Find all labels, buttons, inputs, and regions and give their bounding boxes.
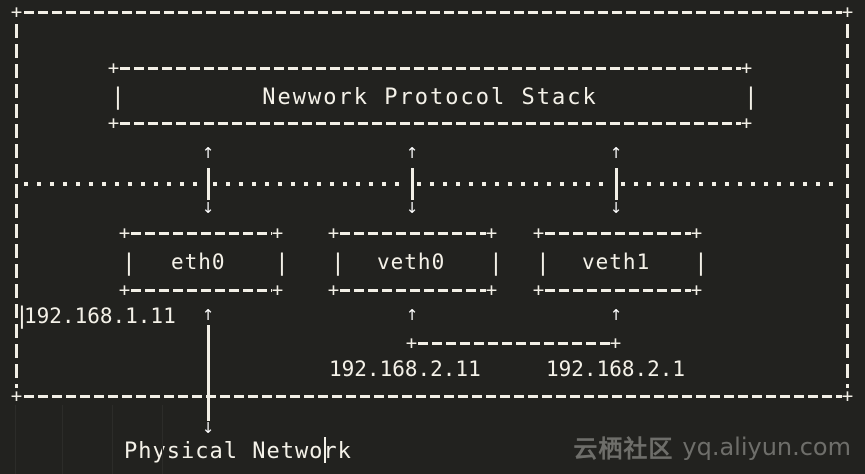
stack-box-corner-top-left xyxy=(107,62,120,75)
up-arrow-veth1: ↑ xyxy=(609,144,623,162)
up-arrow-veth0: ↑ xyxy=(405,144,419,162)
veth1-box-corner-top-left xyxy=(532,227,545,240)
stack-box-corner-top-right xyxy=(740,62,753,75)
veth-pair-corner-left xyxy=(405,337,418,350)
outer-box-left-edge xyxy=(15,24,18,388)
eth0-ip-left-pipe: | xyxy=(15,303,29,329)
kernel-boundary-segment-4 xyxy=(621,182,839,186)
veth0-box-corner-bottom-right xyxy=(485,284,498,297)
stack-box-corner-bottom-right xyxy=(740,117,753,130)
eth0-box-corner-top-right xyxy=(271,227,284,240)
terminal-artifact-4 xyxy=(162,405,163,474)
veth1-box-corner-bottom-left xyxy=(532,284,545,297)
down-arrow-veth0: ↓ xyxy=(405,199,419,217)
boundary-crossing-veth1 xyxy=(615,168,618,200)
stack-box-right-edge-pipe: | xyxy=(744,84,758,110)
veth1-box-corner-bottom-right xyxy=(690,284,703,297)
veth1-box-bottom-edge xyxy=(545,289,691,292)
veth0-box-top-edge xyxy=(340,232,486,235)
veth0-box-corner-bottom-left xyxy=(327,284,340,297)
up-arrow-eth0-lower: ↑ xyxy=(201,306,215,324)
boundary-crossing-veth0 xyxy=(411,168,414,200)
watermark: 云栖社区 yq.aliyun.com xyxy=(573,429,851,464)
veth-pair-corner-right xyxy=(609,337,622,350)
kernel-boundary-segment-2 xyxy=(213,182,407,186)
watermark-url: yq.aliyun.com xyxy=(682,432,851,461)
eth0-box-right-pipe: | xyxy=(275,250,289,276)
kernel-boundary-segment-1 xyxy=(24,182,204,186)
interface-label-veth0: veth0 xyxy=(377,250,446,274)
terminal-artifact-1 xyxy=(15,405,16,474)
veth0-box-bottom-edge xyxy=(340,289,486,292)
down-arrow-physical: ↓ xyxy=(201,419,215,437)
interface-label-eth0: eth0 xyxy=(171,250,226,274)
eth0-box-corner-bottom-left xyxy=(118,284,131,297)
terminal-artifact-3 xyxy=(112,405,113,474)
veth0-box-right-pipe: | xyxy=(489,250,503,276)
veth1-box-right-pipe: | xyxy=(694,250,708,276)
stack-box-left-edge-pipe: | xyxy=(111,84,125,110)
veth0-box-left-pipe: | xyxy=(331,250,345,276)
veth1-box-top-edge xyxy=(545,232,691,235)
outer-box-right-edge xyxy=(846,24,849,388)
terminal-artifact-2 xyxy=(62,405,63,474)
stack-box-bottom-edge xyxy=(120,122,741,125)
eth0-box-corner-bottom-right xyxy=(271,284,284,297)
eth0-box-left-pipe: | xyxy=(122,250,136,276)
kernel-boundary-segment-3 xyxy=(417,182,611,186)
ip-label-veth1: 192.168.2.1 xyxy=(546,357,686,381)
interface-label-veth1: veth1 xyxy=(582,250,651,274)
physical-network-label: Physical Network xyxy=(124,439,352,464)
up-arrow-eth0: ↑ xyxy=(201,144,215,162)
up-arrow-veth0-lower: ↑ xyxy=(405,306,419,324)
down-arrow-eth0: ↓ xyxy=(201,199,215,217)
eth0-box-bottom-edge xyxy=(131,289,272,292)
up-arrow-veth1-lower: ↑ xyxy=(609,306,623,324)
eth0-physical-link-upper xyxy=(207,325,210,395)
veth1-box-corner-top-right xyxy=(690,227,703,240)
outer-box-corner-top-right xyxy=(841,6,854,19)
eth0-box-corner-top-left xyxy=(118,227,131,240)
boundary-crossing-eth0 xyxy=(207,168,210,200)
ip-label-veth0: 192.168.2.11 xyxy=(329,357,481,381)
veth1-box-left-pipe: | xyxy=(536,250,550,276)
outer-box-corner-bottom-left xyxy=(10,390,23,403)
ip-label-eth0: 192.168.1.11 xyxy=(24,304,176,328)
veth0-box-corner-top-left xyxy=(327,227,340,240)
outer-box-top-edge xyxy=(24,11,842,14)
veth0-box-corner-top-right xyxy=(485,227,498,240)
stack-box-corner-bottom-left xyxy=(107,117,120,130)
outer-box-corner-top-left xyxy=(10,6,23,19)
stack-box-top-edge xyxy=(120,67,741,70)
outer-box-bottom-edge xyxy=(24,395,842,398)
eth0-box-top-edge xyxy=(131,232,272,235)
watermark-brand: 云栖社区 xyxy=(573,435,674,463)
text-caret xyxy=(324,437,326,463)
eth0-physical-link-lower xyxy=(207,397,210,421)
veth-pair-link xyxy=(418,342,610,345)
down-arrow-veth1: ↓ xyxy=(609,199,623,217)
outer-box-corner-bottom-right xyxy=(841,390,854,403)
protocol-stack-title: Newwork Protocol Stack xyxy=(262,85,598,110)
